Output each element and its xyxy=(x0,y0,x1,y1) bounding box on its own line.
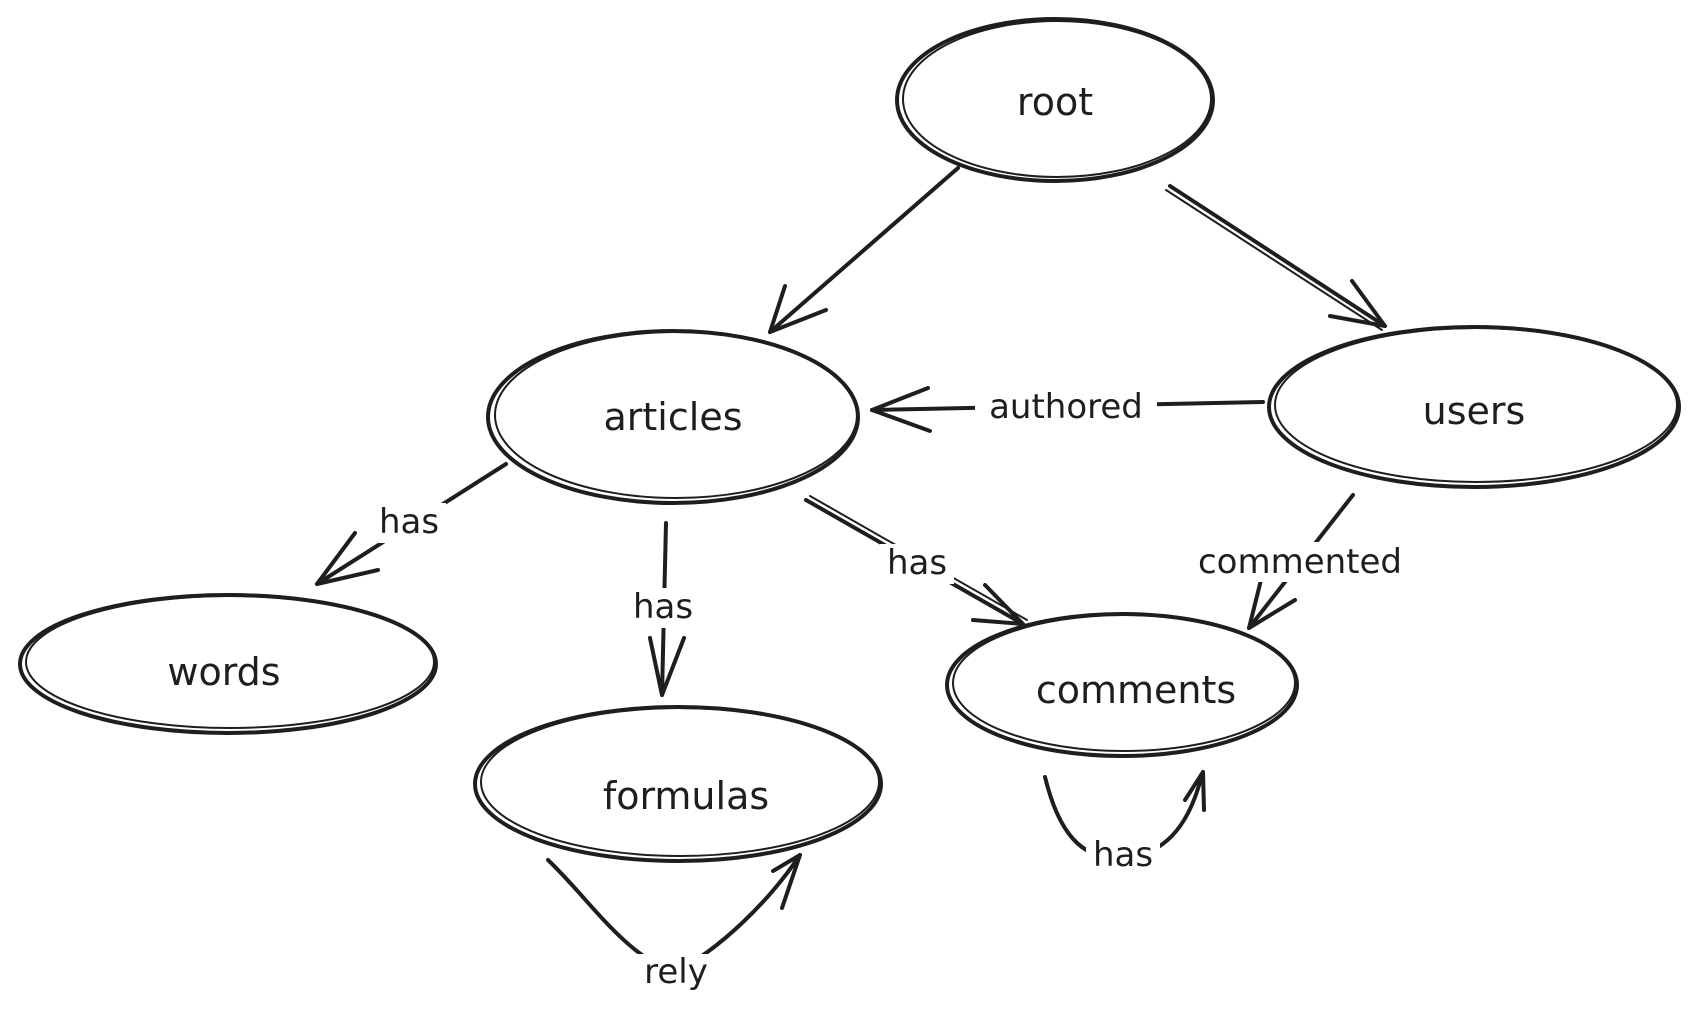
node-root[interactable]: root xyxy=(895,17,1215,183)
edge-label-comments-self: has xyxy=(1093,835,1153,875)
node-articles[interactable]: articles xyxy=(486,329,860,505)
node-comments-label: comments xyxy=(1036,668,1236,712)
edge-root-users xyxy=(1165,184,1387,331)
edge-label-articles-formulas: has xyxy=(633,587,693,627)
node-root-label: root xyxy=(1017,80,1093,124)
node-words-label: words xyxy=(167,650,280,694)
edge-users-comments: commented xyxy=(1196,493,1404,630)
edge-users-articles: authored xyxy=(870,386,1265,433)
edge-comments-self: has xyxy=(1043,770,1206,876)
node-formulas-label: formulas xyxy=(603,774,769,818)
node-comments[interactable]: comments xyxy=(945,612,1299,758)
edge-label-articles-comments: has xyxy=(887,543,947,583)
node-words[interactable]: words xyxy=(18,593,438,735)
node-users-label: users xyxy=(1423,389,1526,433)
edge-label-rely: rely xyxy=(644,952,708,992)
edge-formulas-self: rely xyxy=(546,853,802,994)
edge-root-articles xyxy=(768,166,960,334)
node-users[interactable]: users xyxy=(1267,325,1681,489)
edge-articles-formulas: has xyxy=(626,521,700,697)
edge-label-commented: commented xyxy=(1198,542,1402,582)
edge-label-articles-words: has xyxy=(379,502,439,542)
edge-articles-words: has xyxy=(315,462,508,586)
edge-label-authored: authored xyxy=(989,387,1143,427)
edge-articles-comments: has xyxy=(804,495,1028,626)
node-formulas[interactable]: formulas xyxy=(473,705,883,863)
node-articles-label: articles xyxy=(604,395,743,439)
